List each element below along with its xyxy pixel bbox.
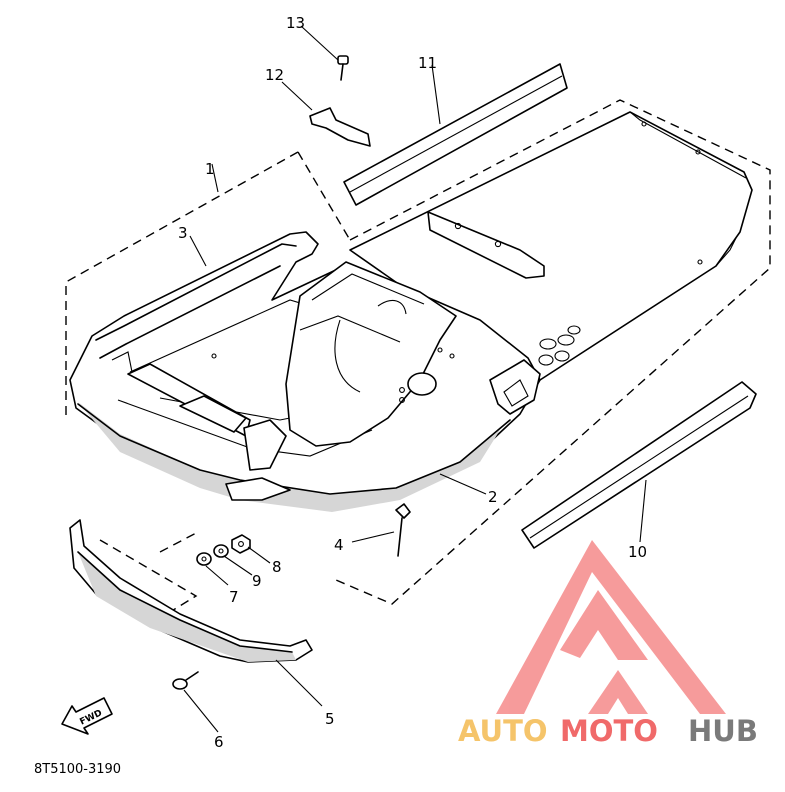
watermark-brand: AUTO MOTO HUB [458, 714, 758, 748]
callout-2: 2 [488, 488, 498, 506]
part-10-side-strip [521, 381, 757, 549]
callout-6: 6 [214, 733, 224, 751]
part-6-bolt [172, 671, 199, 690]
callout-12: 12 [265, 66, 284, 84]
part-13-screw [337, 55, 349, 81]
assembly-boundary [65, 99, 771, 613]
part-code: 8T5100-3190 [34, 762, 121, 777]
callout-13: 13 [286, 14, 305, 32]
callout-7: 7 [229, 588, 239, 606]
watermark-brand-moto: MOTO [560, 714, 658, 748]
watermark-logo-icon [496, 540, 726, 714]
callout-labels: 13 12 11 1 3 2 4 10 8 9 7 5 6 [178, 14, 647, 751]
callout-1: 1 [205, 160, 215, 178]
callout-4: 4 [334, 536, 344, 554]
part-11-strip [343, 63, 568, 206]
watermark-brand-auto: AUTO [458, 714, 548, 748]
callout-10: 10 [628, 543, 647, 561]
callout-8: 8 [272, 558, 282, 576]
part-2-seat-body [69, 111, 753, 512]
callout-3: 3 [178, 224, 188, 242]
callout-5: 5 [325, 710, 335, 728]
part-12-bracket [309, 107, 371, 147]
part-5-bumper-trim [69, 519, 313, 663]
callout-9: 9 [252, 572, 262, 590]
fwd-arrow: FWD [61, 697, 113, 735]
leader-lines [183, 25, 647, 733]
callout-11: 11 [418, 54, 437, 72]
fastener-set [196, 534, 251, 566]
part-4-rivet [395, 503, 411, 557]
watermark-brand-hub: HUB [688, 714, 758, 748]
